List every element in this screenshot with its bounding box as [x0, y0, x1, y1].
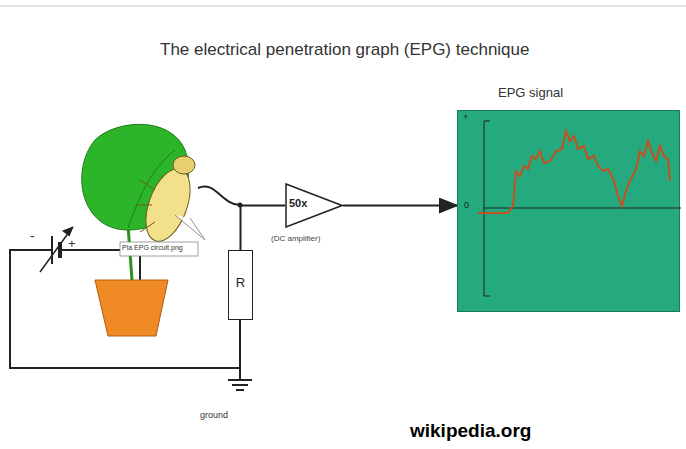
signal-trace	[458, 111, 681, 313]
axis-zero: 0	[464, 200, 469, 210]
amplifier-caption: (DC amplifier)	[271, 234, 320, 243]
top-rule	[0, 5, 686, 7]
gain-label: 50x	[289, 197, 307, 209]
ground-label: ground	[200, 410, 228, 420]
ground-symbol	[228, 380, 252, 390]
title: The electrical penetration graph (EPG) t…	[160, 40, 529, 60]
aphid-insect	[136, 156, 205, 247]
signal-panel: EPG signal	[457, 110, 680, 312]
panel-heading: EPG signal	[498, 85, 563, 100]
battery-plus: +	[68, 236, 76, 251]
caption-tag	[120, 242, 198, 256]
image-tag: Pla EPG circuit.png	[122, 244, 183, 251]
battery-symbol	[40, 228, 78, 272]
wire	[241, 206, 286, 251]
amplifier-triangle: 50x(DC amplifier)	[285, 183, 343, 228]
watermark: wikipedia.org	[410, 420, 531, 442]
axis-plus: +	[463, 112, 468, 122]
plant-pot	[95, 280, 168, 336]
battery-minus: -	[30, 228, 35, 244]
resistor-symbol: R	[228, 250, 253, 320]
signal-arrow	[343, 205, 457, 207]
resistor-label: R	[229, 275, 252, 290]
